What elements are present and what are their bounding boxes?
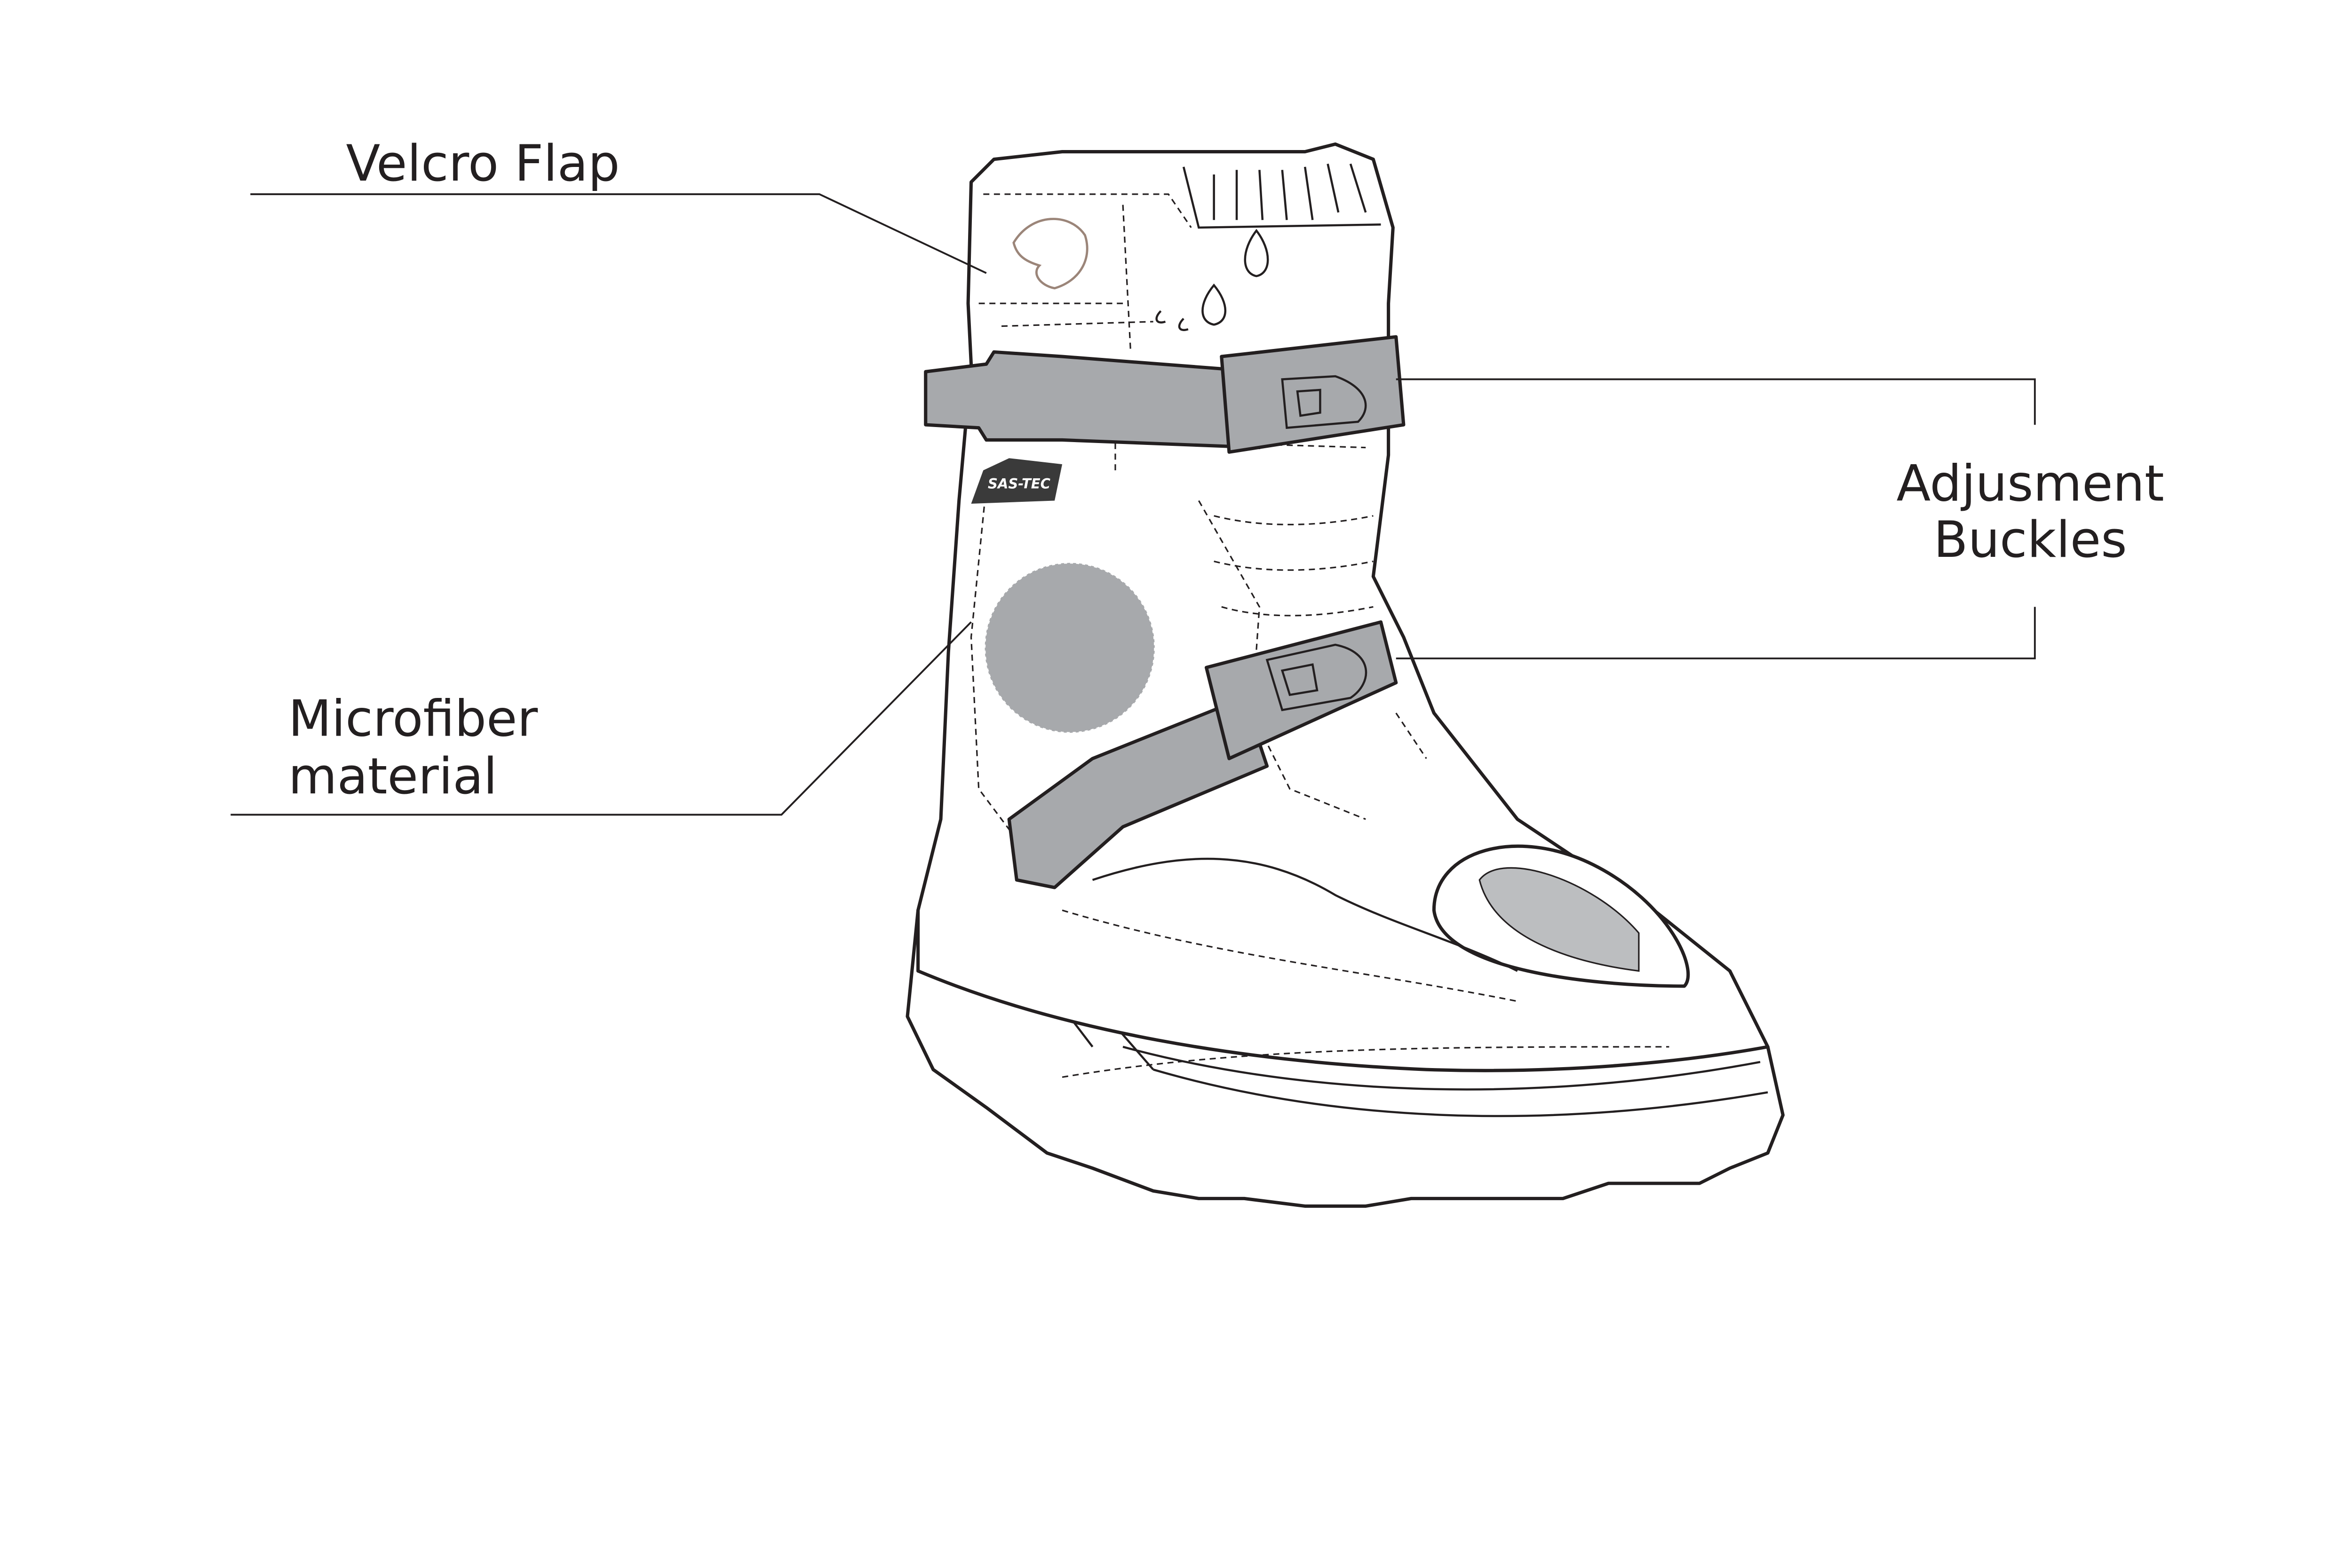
brand-logo-icon — [1012, 218, 1089, 290]
lower-buckle-strap[interactable] — [1007, 696, 1269, 889]
badge-text: SAS-TEC — [988, 476, 1051, 492]
water-drops-icon — [1155, 229, 1269, 331]
microfiber-leader-line — [230, 621, 972, 816]
velcro-flap-label: Velcro Flap — [346, 135, 620, 193]
microfiber-label-line1: Microfiber — [288, 690, 538, 748]
upper-buckle-latch[interactable] — [1220, 335, 1406, 454]
buckles-leader-bottom — [1396, 607, 2036, 659]
adjustment-buckles-label-line1: Adjusment — [1896, 455, 2164, 513]
toe-mesh — [1478, 867, 1640, 972]
velcro-leader-line — [250, 193, 987, 274]
boot-illustration: SAS-TEC — [906, 142, 1785, 1208]
boot-diagram: SAS-TEC Velcro Flap Adjusment Buckles Mi… — [230, 135, 2164, 1208]
adjustment-buckles-label-line2: Buckles — [1934, 511, 2127, 569]
sas-tec-badge: SAS-TEC — [971, 458, 1063, 504]
lower-buckle-latch[interactable] — [1204, 620, 1398, 760]
microfiber-label-line2: material — [288, 747, 497, 806]
buckles-leader-top — [1396, 378, 2036, 425]
microfiber-patch — [984, 562, 1156, 734]
